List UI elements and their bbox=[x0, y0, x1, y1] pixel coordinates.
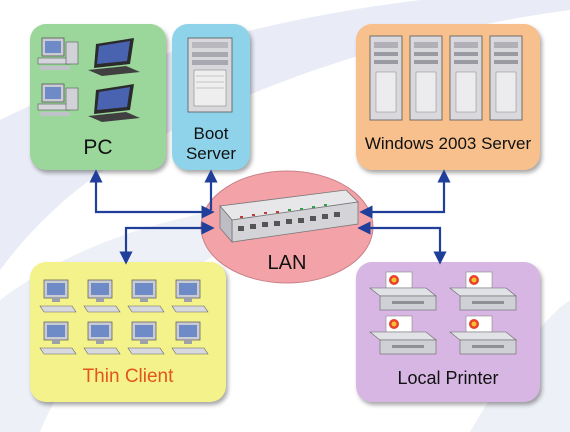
printer-icon bbox=[449, 315, 517, 355]
lan-hub: LAN bbox=[198, 168, 376, 286]
desktop-pc-icon-1 bbox=[37, 37, 79, 70]
thin-client-group-icon bbox=[39, 279, 209, 355]
arrow-thin-to-lan bbox=[119, 221, 215, 265]
thin-client-terminal-icon bbox=[171, 279, 209, 313]
arrow-printer-to-lan bbox=[357, 221, 447, 265]
boot-server-icon bbox=[187, 37, 233, 113]
pc-group-icon bbox=[37, 37, 140, 122]
local-printer-panel: Local Printer bbox=[356, 262, 540, 402]
boot-server-panel: Boot Server bbox=[172, 24, 250, 170]
windows-server-panel: Windows 2003 Server bbox=[356, 24, 540, 170]
thin-client-terminal-icon bbox=[171, 321, 209, 355]
thin-client-terminal-icon bbox=[39, 279, 77, 313]
thin-client-label: Thin Client bbox=[82, 366, 174, 387]
printer-icon bbox=[369, 271, 437, 311]
thin-client-panel: Thin Client bbox=[30, 262, 226, 402]
pc-label: PC bbox=[83, 136, 113, 159]
windows-server-label: Windows 2003 Server bbox=[364, 134, 532, 153]
desktop-pc-icon-2 bbox=[37, 83, 79, 116]
boot-server-label-line1: Boot bbox=[193, 124, 229, 143]
thin-client-terminal-icon bbox=[83, 321, 121, 355]
server-tower-icon-1 bbox=[369, 35, 403, 121]
arrow-windows-to-lan bbox=[359, 169, 451, 219]
local-printer-label: Local Printer bbox=[397, 368, 499, 388]
thin-client-terminal-icon bbox=[39, 321, 77, 355]
printer-group-icon bbox=[369, 271, 517, 355]
laptop-icon-2 bbox=[88, 84, 140, 122]
thin-client-terminal-icon bbox=[83, 279, 121, 313]
printer-icon bbox=[369, 315, 437, 355]
thin-client-terminal-icon bbox=[127, 321, 165, 355]
pc-panel: PC bbox=[30, 24, 166, 170]
boot-server-label-line2: Server bbox=[185, 144, 237, 163]
server-rack-icon bbox=[369, 35, 523, 121]
arrow-pc-to-lan bbox=[89, 169, 215, 219]
lan-label: LAN bbox=[267, 252, 307, 274]
printer-icon bbox=[449, 271, 517, 311]
server-tower-icon-2 bbox=[409, 35, 443, 121]
server-tower-icon-3 bbox=[449, 35, 483, 121]
laptop-icon-1 bbox=[88, 38, 140, 76]
thin-client-terminal-icon bbox=[127, 279, 165, 313]
server-tower-icon-4 bbox=[489, 35, 523, 121]
